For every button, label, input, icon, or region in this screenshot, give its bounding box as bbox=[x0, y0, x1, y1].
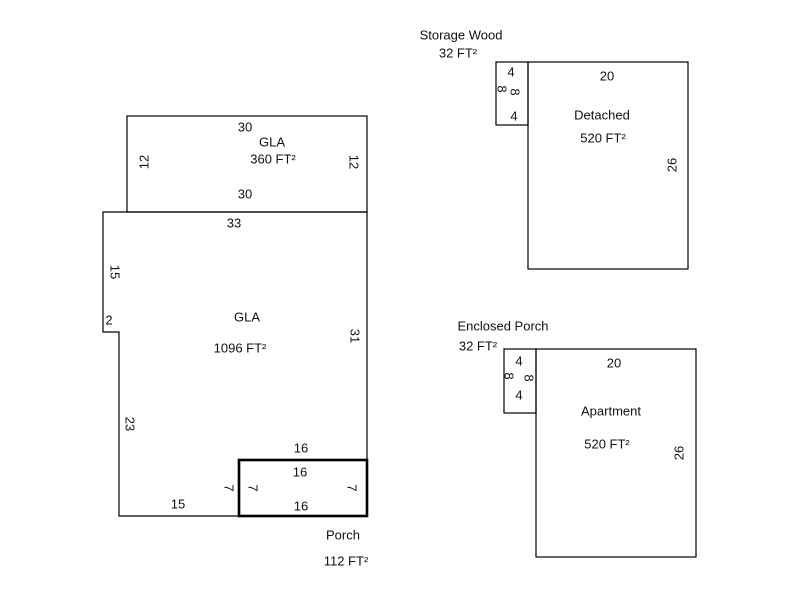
area-name: GLA bbox=[259, 135, 285, 150]
dim-label: 7 bbox=[345, 484, 360, 491]
gla-upper-area: 30 GLA 360 FT² 12 12 30 bbox=[126, 115, 368, 213]
dim-label: 8 bbox=[502, 372, 517, 379]
dim-label: 20 bbox=[607, 356, 621, 371]
area-size: 520 FT² bbox=[584, 437, 630, 452]
dim-label: 16 bbox=[294, 499, 308, 514]
dim-label: 4 bbox=[507, 65, 514, 80]
area-name: Porch bbox=[326, 528, 360, 543]
storage-wood-area: Storage Wood 32 FT² 4 8 8 4 bbox=[420, 28, 529, 126]
dim-label: 12 bbox=[347, 155, 362, 169]
dim-label: 16 bbox=[294, 441, 308, 456]
dim-label: 2 bbox=[105, 313, 112, 328]
dim-label: 4 bbox=[515, 388, 522, 403]
enclosed-porch-area: Enclosed Porch 32 FT² 4 8 8 4 bbox=[457, 319, 549, 414]
area-size: 520 FT² bbox=[580, 131, 626, 146]
area-name: Apartment bbox=[581, 404, 641, 419]
area-name: Detached bbox=[574, 108, 630, 123]
gla-main-area: 33 15 2 GLA 1096 FT² 31 23 16 7 15 bbox=[102, 211, 368, 517]
area-size: 1096 FT² bbox=[214, 341, 267, 356]
dim-label: 7 bbox=[222, 484, 237, 491]
dim-label: 4 bbox=[510, 109, 517, 124]
dim-label: 30 bbox=[238, 187, 252, 202]
area-name: Storage Wood bbox=[420, 28, 503, 43]
area-size: 32 FT² bbox=[459, 339, 498, 354]
detached-outline bbox=[527, 61, 689, 270]
dim-label: 23 bbox=[123, 417, 138, 431]
dim-label: 8 bbox=[522, 374, 537, 381]
area-size: 360 FT² bbox=[250, 152, 296, 167]
dim-label: 8 bbox=[508, 88, 523, 95]
porch-outline bbox=[237, 458, 369, 518]
dim-label: 31 bbox=[348, 329, 363, 343]
area-size: 32 FT² bbox=[439, 46, 478, 61]
porch-area: 16 7 7 16 Porch 112 FT² bbox=[237, 458, 369, 569]
dim-label: 26 bbox=[672, 446, 687, 460]
dim-label: 16 bbox=[293, 465, 307, 480]
detached-area: 20 Detached 520 FT² 26 bbox=[527, 61, 689, 270]
dim-label: 33 bbox=[227, 216, 241, 231]
dim-label: 12 bbox=[137, 155, 152, 169]
dim-label: 20 bbox=[600, 69, 614, 84]
dim-label: 7 bbox=[246, 484, 261, 491]
apartment-outline bbox=[535, 348, 697, 558]
gla-main-outline bbox=[102, 211, 368, 517]
dim-label: 15 bbox=[171, 497, 185, 512]
dim-label: 26 bbox=[665, 158, 680, 172]
apartment-area: 20 Apartment 520 FT² 26 bbox=[535, 348, 697, 558]
dim-label: 30 bbox=[238, 120, 252, 135]
dim-label: 15 bbox=[108, 265, 123, 279]
area-name: GLA bbox=[234, 310, 260, 325]
area-name: Enclosed Porch bbox=[457, 319, 548, 334]
area-size: 112 FT² bbox=[324, 554, 369, 569]
dim-label: 8 bbox=[495, 85, 510, 92]
dim-label: 4 bbox=[515, 354, 522, 369]
